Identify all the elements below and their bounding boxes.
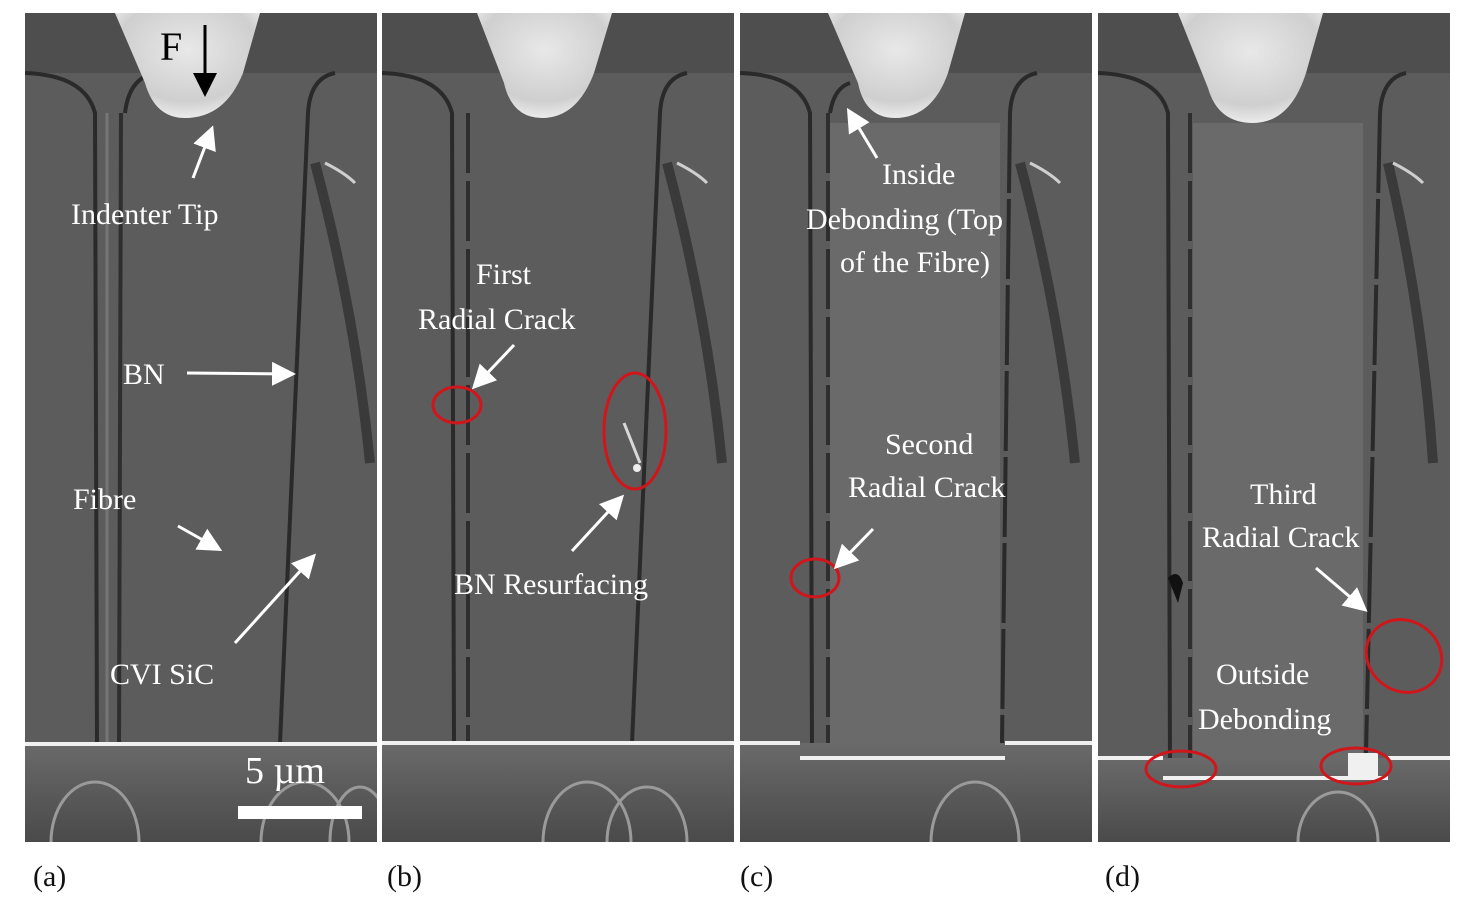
label-outside-debonding-line2: Debonding [1198,703,1332,736]
panel-a-micrograph: F Indenter Tip BN Fibre CVI SiC 5 µm [25,13,377,842]
scale-bar-label: 5 µm [245,750,325,792]
label-inside-debonding-line3: of the Fibre) [840,246,990,279]
label-inside-debonding-line1: Inside [882,158,956,191]
label-outside-debonding-line1: Outside [1216,658,1310,691]
sem-image-a [25,13,377,842]
panel-d-micrograph: Third Radial Crack Outside Debonding [1098,13,1450,842]
label-cvi-sic: CVI SiC [110,658,215,691]
label-first-radial-crack-line1: First [476,258,532,291]
sem-image-d [1098,13,1450,842]
label-second-radial-crack-line2: Radial Crack [848,471,1006,504]
force-label: F [160,24,183,69]
caption-d: (d) [1105,860,1140,893]
caption-c: (c) [740,860,774,893]
label-first-radial-crack-line2: Radial Crack [418,303,576,336]
label-indenter-tip: Indenter Tip [71,198,219,231]
label-third-radial-crack-line1: Third [1250,478,1317,511]
sem-image-b [382,13,734,842]
caption-a: (a) [33,860,67,893]
sem-image-c [740,13,1092,842]
label-second-radial-crack-line1: Second [885,428,974,461]
label-fibre: Fibre [73,483,137,516]
panel-c-micrograph: Inside Debonding (Top of the Fibre) Seco… [740,13,1092,842]
label-third-radial-crack-line2: Radial Crack [1202,521,1360,554]
scale-bar [238,806,362,819]
label-inside-debonding-line2: Debonding (Top [806,203,1004,236]
panel-b-micrograph: First Radial Crack BN Resurfacing [382,13,734,842]
label-bn: BN [123,358,165,391]
label-bn-resurfacing: BN Resurfacing [454,568,649,601]
caption-b: (b) [387,860,422,893]
